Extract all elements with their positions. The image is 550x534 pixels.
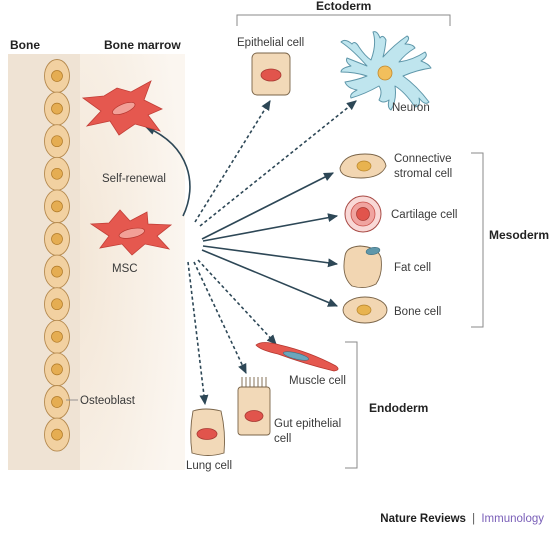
arrow-to-gut-epithelial-cell xyxy=(193,261,247,375)
osteoblast-cell-icon xyxy=(44,254,70,289)
arrow-to-cartilage-cell xyxy=(202,213,339,242)
osteoblast-cell-icon xyxy=(44,222,70,256)
credit-line: Nature Reviews | Immunology xyxy=(380,513,544,525)
arrow-to-bone-cell xyxy=(201,249,339,307)
endoderm-header: Endoderm xyxy=(369,401,428,415)
arrow-to-muscle-cell xyxy=(197,259,277,345)
osteoblast-cell-icon xyxy=(44,385,70,419)
credit-journal: Nature Reviews xyxy=(380,513,466,525)
epithelial-cell-label: Epithelial cell xyxy=(237,37,304,49)
gut-epithelial-cell-label-line2: cell xyxy=(274,433,291,445)
cartilage-cell-icon xyxy=(344,195,382,233)
arrow-to-epithelial-cell xyxy=(194,100,271,223)
osteoblast-column xyxy=(44,59,70,452)
osteoblast-cell-icon xyxy=(44,124,70,159)
mesoderm-header: Mesoderm xyxy=(489,228,549,242)
osteoblast-cell-icon xyxy=(44,319,70,354)
bone-cell-icon xyxy=(342,296,388,324)
differentiation-arrows xyxy=(144,100,357,406)
osteoblast-cell-icon xyxy=(44,189,70,224)
msc-label: MSC xyxy=(112,263,138,275)
fat-cell-icon xyxy=(343,245,382,289)
muscle-cell-label: Muscle cell xyxy=(289,375,346,387)
fat-cell-label: Fat cell xyxy=(394,262,431,274)
self-renewal-label: Self-renewal xyxy=(102,173,166,185)
credit-separator: | xyxy=(472,513,475,525)
mesoderm-bracket xyxy=(471,152,484,328)
msc-cell-icon xyxy=(89,209,173,256)
self-renewal-arrow xyxy=(144,126,191,217)
gut-epithelial-cell-label-line1: Gut epithelial xyxy=(274,418,341,430)
lung-cell-icon xyxy=(190,408,226,456)
lung-cell-label: Lung cell xyxy=(186,460,232,472)
osteoblast-cell-icon xyxy=(44,91,70,126)
epithelial-cell-icon xyxy=(251,52,291,96)
muscle-cell-icon xyxy=(255,342,339,372)
credit-section: Immunology xyxy=(481,513,544,525)
arrow-to-connective-stromal-cell xyxy=(201,172,335,240)
arrow-to-lung-cell xyxy=(187,261,209,406)
osteoblast-cell-icon xyxy=(44,156,70,191)
arrow-to-fat-cell xyxy=(202,245,339,268)
osteoblast-cell-icon xyxy=(44,417,70,452)
connective-stromal-cell-label-line2: stromal cell xyxy=(394,168,452,180)
bone-marrow-header: Bone marrow xyxy=(104,38,181,52)
neuron-icon xyxy=(340,31,432,111)
connective-stromal-cell-label-line1: Connective xyxy=(394,153,452,165)
ectoderm-header: Ectoderm xyxy=(316,0,371,13)
endoderm-bracket xyxy=(345,341,358,469)
ectoderm-bracket xyxy=(236,14,451,26)
cartilage-cell-label: Cartilage cell xyxy=(391,209,457,221)
neuron-label: Neuron xyxy=(392,102,430,114)
bone-header: Bone xyxy=(10,38,40,52)
osteoblast-cell-icon xyxy=(44,287,70,322)
bone-cell-label: Bone cell xyxy=(394,306,441,318)
gut-epithelial-cell-icon xyxy=(237,377,271,436)
osteoblast-label: Osteoblast xyxy=(80,395,136,407)
osteoblast-cell-icon xyxy=(44,59,70,93)
osteoblast-cell-icon xyxy=(44,352,70,387)
connective-stromal-cell-icon xyxy=(339,153,387,179)
arrow-to-neuron xyxy=(199,100,357,227)
msc-cell-icon xyxy=(81,80,163,136)
